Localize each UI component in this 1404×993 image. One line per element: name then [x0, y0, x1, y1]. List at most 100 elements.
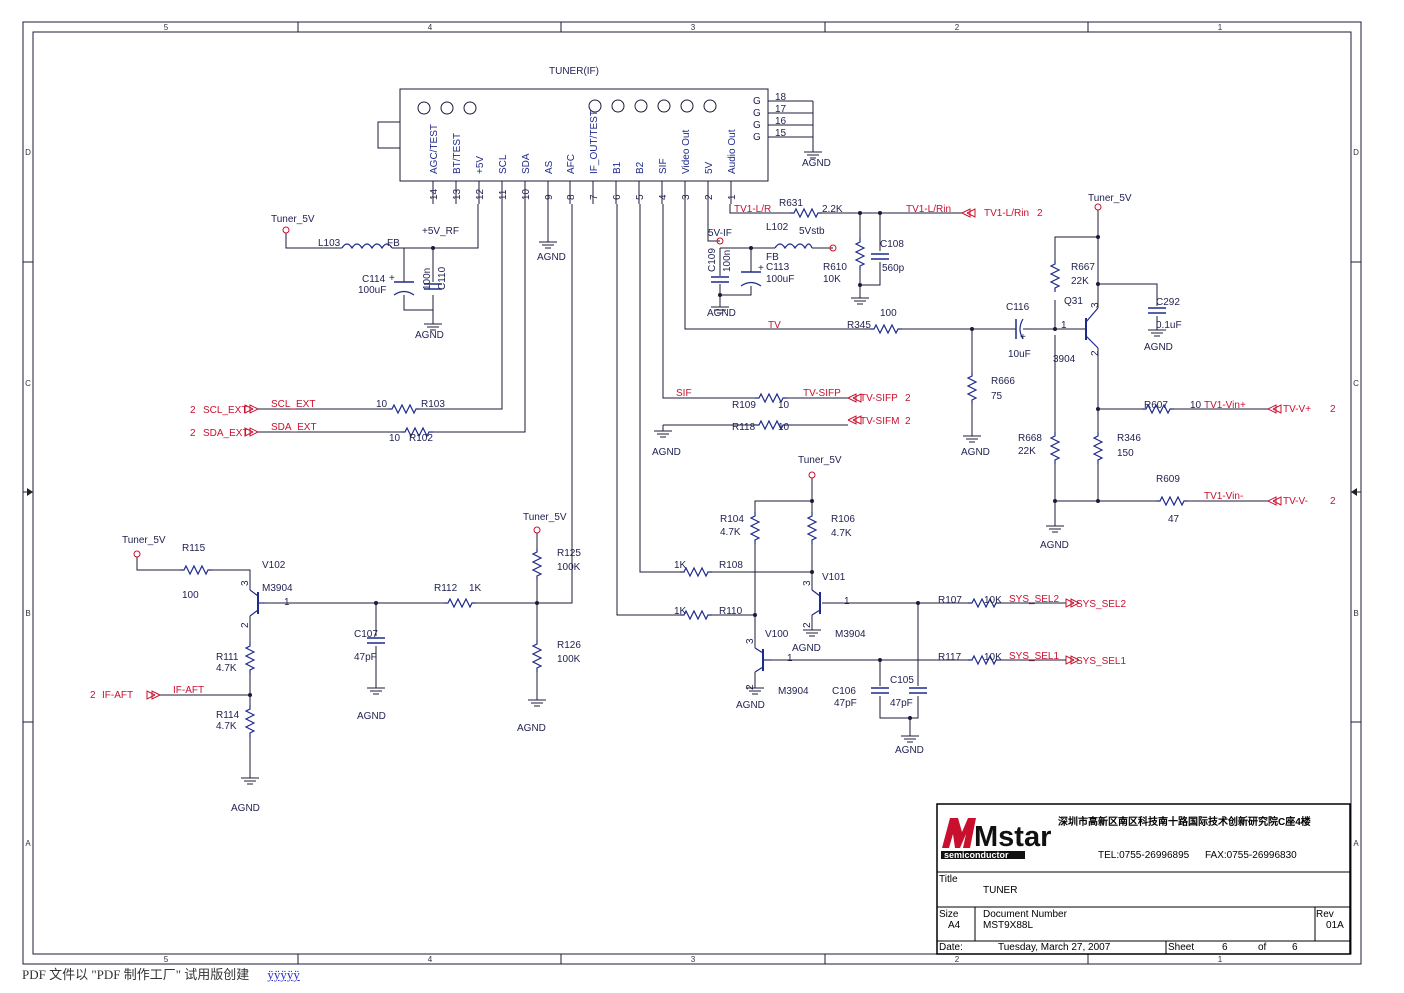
tuner-pin-number: 2	[704, 194, 715, 200]
gnd-pin-number: 17	[775, 104, 787, 115]
part-number-m3904: M3904	[835, 629, 866, 640]
power-tuner-5v	[282, 226, 290, 234]
agnd-label: AGND	[231, 803, 260, 814]
part-ref-r631: R631	[779, 198, 803, 209]
part-value-c116: 10uF	[1008, 349, 1031, 360]
part-ref-l102: L102	[766, 222, 789, 233]
pin-number: 3	[745, 638, 756, 644]
part-ref-r607: R607	[1144, 400, 1168, 411]
net-tv: TV	[768, 320, 781, 331]
offpage-tv-vm-label: TV-V-	[1283, 496, 1308, 507]
ground	[653, 424, 673, 438]
agnd-label: AGND	[517, 723, 546, 734]
offpage-if-aft	[146, 690, 161, 700]
net-label-5vstb: 5Vstb	[799, 226, 825, 237]
part-ref-c108: C108	[880, 239, 904, 250]
docnum-label: Document Number	[983, 909, 1068, 920]
part-ref-c107: C107	[354, 629, 378, 640]
tuner-pin-name: B1	[612, 161, 623, 174]
part-value-r109: 10	[778, 400, 790, 411]
part-value-r666: 75	[991, 391, 1003, 402]
part-ref-l103: L103	[318, 238, 341, 249]
pin-number: 1	[284, 597, 290, 608]
gnd-pin-letter: G	[753, 96, 761, 107]
offpage-tv-sifp-label: TV-SIFP	[860, 393, 898, 404]
components	[133, 203, 1282, 785]
part-ref-r666: R666	[991, 376, 1015, 387]
sheet-value: 6	[1222, 942, 1228, 953]
date-value: Tuesday, March 27, 2007	[998, 942, 1111, 953]
part-value-c114: 100uF	[358, 285, 386, 296]
pin-number: 1	[787, 653, 793, 664]
net-sif: SIF	[676, 388, 692, 399]
gnd-pin-number: 16	[775, 116, 787, 127]
resistor-r111	[245, 641, 255, 675]
net-label-tuner-5v: Tuner_5V	[122, 535, 166, 546]
net-and-part-labels: Tuner_5V L103 FB +5V_RF C114 + 100uF 100…	[90, 193, 1336, 814]
capacitor-c114	[393, 281, 415, 296]
power-tuner-5v	[133, 550, 141, 558]
part-value-c110: 100n	[422, 268, 433, 290]
col-label: 2	[955, 23, 960, 32]
ground	[1045, 519, 1065, 533]
polarity-plus: +	[389, 273, 395, 284]
offpage-tv1-lrin-label: TV1-L/Rin	[984, 208, 1029, 219]
col-label: 4	[428, 955, 433, 964]
offpage-num: 2	[1037, 208, 1043, 219]
offpage-tv1-lrin	[961, 208, 976, 218]
part-value-r117: 10K	[984, 652, 1002, 663]
footer-link[interactable]: ÿÿÿÿÿ	[267, 967, 300, 982]
polarity-plus: +	[758, 263, 764, 274]
part-ref-r125: R125	[557, 548, 581, 559]
part-value-r118: 10	[778, 422, 790, 433]
part-ref-v101: V101	[822, 572, 846, 583]
resistor-r631	[789, 208, 823, 218]
tuner-pin-number: 11	[498, 189, 509, 200]
company-fax: FAX:0755-26996830	[1205, 850, 1297, 861]
part-value-r126: 100K	[557, 654, 581, 665]
ground	[366, 681, 386, 695]
part-ref-r115: R115	[182, 543, 206, 554]
agnd-label: AGND	[415, 330, 444, 341]
offpage-num: 2	[905, 416, 911, 427]
transistor-q31	[1085, 307, 1099, 349]
part-number-m3904: M3904	[778, 686, 809, 697]
row-label: C	[1353, 379, 1359, 388]
pin-number: 3	[802, 580, 813, 586]
row-label: A	[25, 839, 31, 848]
part-ref-r109: R109	[732, 400, 756, 411]
capacitor-c108	[870, 253, 890, 260]
tuner-pin-number: 13	[452, 188, 463, 200]
part-ref-r106: R106	[831, 514, 855, 525]
part-ref-r668: R668	[1018, 433, 1042, 444]
ground	[538, 235, 558, 249]
net-tv1-lrin: TV1-L/Rin	[906, 204, 951, 215]
polarity-plus: +	[1020, 332, 1026, 343]
gnd-pin-number: 18	[775, 92, 787, 103]
part-ref-r111: R111	[216, 652, 239, 663]
row-label: D	[1353, 148, 1359, 157]
net-if-aft: IF-AFT	[173, 685, 204, 696]
resistor-r666	[967, 371, 977, 405]
part-ref-r104: R104	[720, 514, 744, 525]
part-value-c106: 47pF	[834, 698, 857, 709]
part-value-r108: 1K	[674, 560, 687, 571]
part-ref-r667: R667	[1071, 262, 1095, 273]
resistor-r610	[855, 237, 865, 271]
part-ref-c105: C105	[890, 675, 914, 686]
resistor-r103	[387, 404, 421, 414]
offpage-num: 2	[905, 393, 911, 404]
agnd-label: AGND	[736, 700, 765, 711]
resistor-r106	[807, 511, 817, 545]
agnd-label: AGND	[802, 158, 831, 169]
pin-number: 2	[802, 622, 813, 628]
col-label: 4	[428, 23, 433, 32]
company-address: 深圳市高新区南区科技南十路国际技术创新研究院C座4楼	[1058, 815, 1311, 828]
net-tv1-vin-minus: TV1-Vin-	[1204, 491, 1243, 502]
tuner-pin-name: +5V	[475, 156, 486, 174]
gnd-pin-number: 15	[775, 128, 787, 139]
ground	[962, 429, 982, 443]
pin-number: 1	[844, 596, 850, 607]
logo-text: Mstar	[974, 821, 1051, 853]
